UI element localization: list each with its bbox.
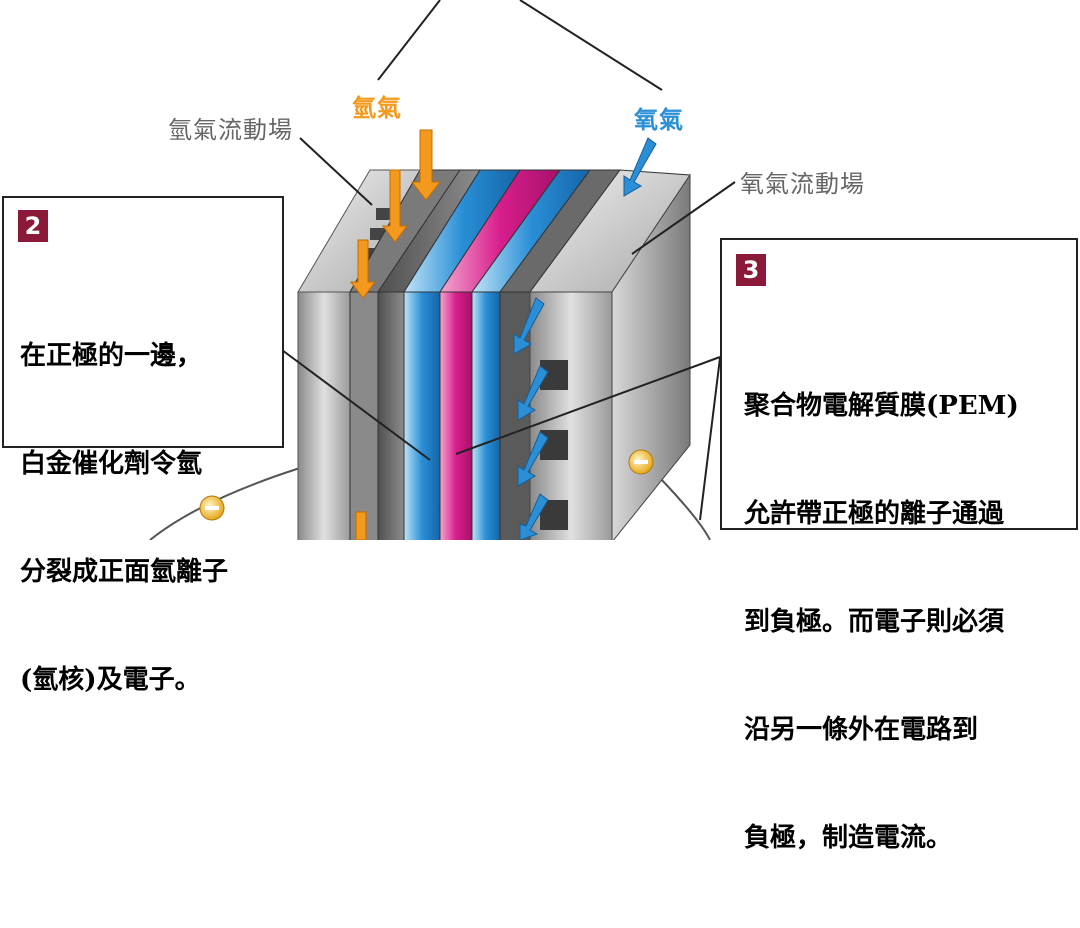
callout-number: 3 (736, 254, 766, 286)
callout-text: 在正極的一邊， 白金催化劑令氫 分裂成正面氫離子 (氫核)及電子。 (20, 341, 229, 695)
hydrogen-arrow-icon (350, 129, 442, 540)
oxygen-arrow-icon (513, 137, 657, 540)
fuel-cell-diagram (149, 0, 736, 540)
oxygen-flow-field-label: 氧氣流動場 (740, 170, 865, 198)
component-leader-lines (281, 137, 736, 521)
callout-text: 聚合物電解質膜(PEM) 允許帶正極的離子通過 到負極。而電子則必須 沿另一條外… (744, 391, 1019, 853)
cell-layers-front (349, 291, 531, 540)
cell-layers-top (349, 169, 691, 293)
electron-icon (199, 449, 654, 521)
hydrogen-flow-field-label: 氫氣流動場 (168, 116, 293, 144)
oxygen-label: 氧氣 (634, 106, 684, 134)
hydrogen-label: 氫氣 (352, 94, 402, 122)
top-leader-lines (377, 0, 663, 91)
callout-membrane: 3 聚合物電解質膜(PEM) 允許帶正極的離子通過 到負極。而電子則必須 沿另一… (720, 238, 1078, 853)
callout-anode: 2 在正極的一邊， 白金催化劑令氫 分裂成正面氫離子 (氫核)及電子。 (2, 196, 284, 695)
electrolyte-membrane (439, 291, 473, 540)
callout-number: 2 (18, 210, 48, 242)
